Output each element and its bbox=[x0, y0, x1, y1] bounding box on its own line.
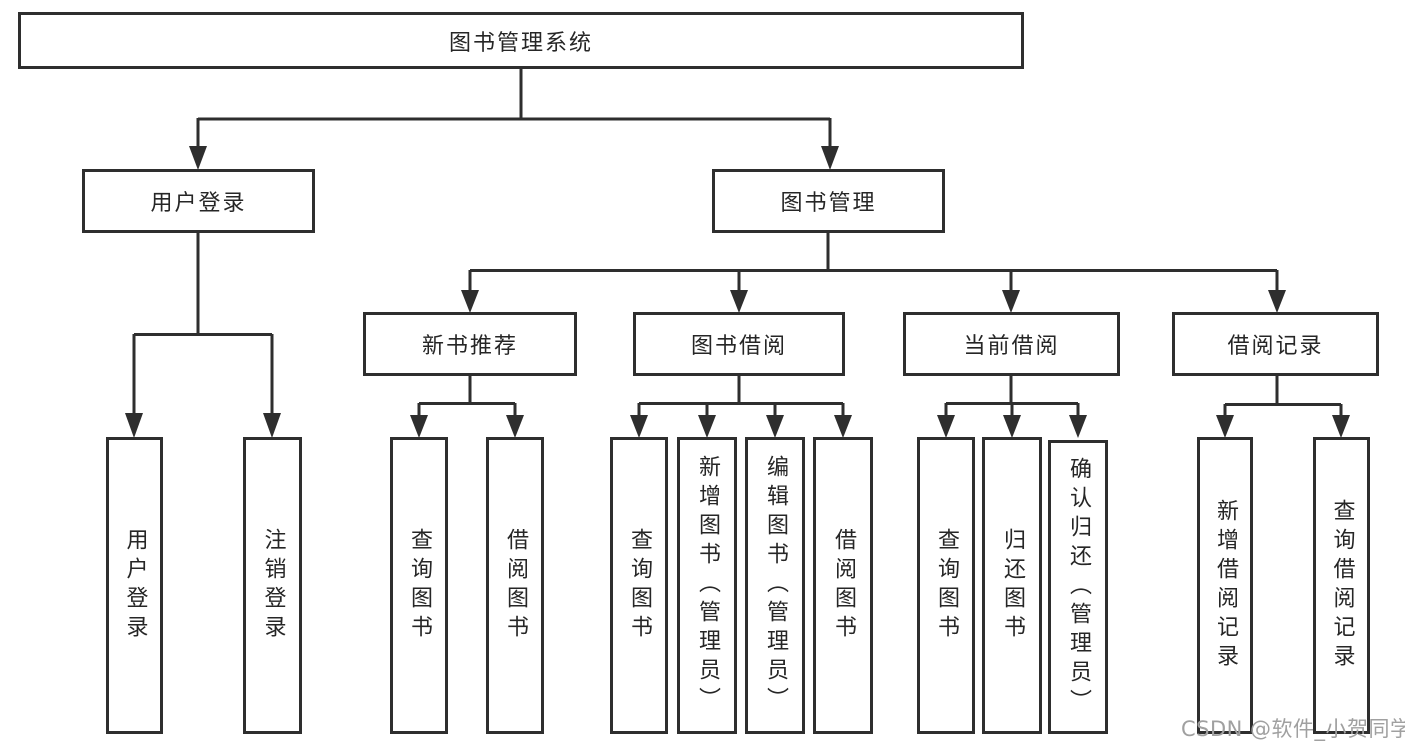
node-leaf-query-books-current: 查询图书 bbox=[917, 437, 975, 734]
node-label: 图书管理 bbox=[780, 191, 877, 216]
node-user-login: 用户登录 bbox=[82, 169, 315, 233]
csdn-watermark: CSDN @软件_小贺同学 bbox=[1181, 717, 1405, 741]
node-borrowing-records: 借阅记录 bbox=[1172, 312, 1379, 376]
node-label: 新增图书（管理员） bbox=[695, 455, 720, 716]
node-label: 图书借阅 bbox=[690, 334, 787, 359]
node-label: 新书推荐 bbox=[421, 334, 518, 359]
node-leaf-add-borrow-record: 新增借阅记录 bbox=[1197, 437, 1253, 734]
node-label: 当前借阅 bbox=[963, 334, 1060, 359]
node-leaf-user-login: 用户登录 bbox=[106, 437, 163, 734]
node-label: 用户登录 bbox=[150, 191, 247, 216]
node-label: 查询图书 bbox=[407, 527, 432, 644]
node-leaf-query-books-borrow: 查询图书 bbox=[610, 437, 668, 734]
node-label: 新增借阅记录 bbox=[1213, 498, 1238, 673]
node-label: 查询借阅记录 bbox=[1329, 498, 1355, 673]
node-leaf-logout: 注销登录 bbox=[243, 437, 302, 734]
node-label: 编辑图书（管理员） bbox=[763, 455, 788, 716]
node-label: 确认归还（管理员） bbox=[1066, 456, 1091, 718]
node-new-book-recommend: 新书推荐 bbox=[363, 312, 577, 376]
node-leaf-return-books: 归还图书 bbox=[982, 437, 1042, 734]
node-label: 用户登录 bbox=[122, 527, 148, 644]
node-label: 图书管理系统 bbox=[448, 30, 593, 56]
node-leaf-edit-book-admin: 编辑图书（管理员） bbox=[745, 437, 805, 734]
node-book-borrowing: 图书借阅 bbox=[633, 312, 845, 376]
node-leaf-query-books-recommend: 查询图书 bbox=[390, 437, 448, 734]
node-label: 查询图书 bbox=[627, 527, 652, 644]
node-label: 借阅图书 bbox=[831, 527, 856, 644]
node-book-management: 图书管理 bbox=[712, 169, 945, 233]
node-leaf-query-borrow-record: 查询借阅记录 bbox=[1313, 437, 1370, 734]
node-label: 归还图书 bbox=[1000, 527, 1025, 644]
node-leaf-borrow-books: 借阅图书 bbox=[813, 437, 873, 734]
node-leaf-confirm-return-admin: 确认归还（管理员） bbox=[1048, 440, 1108, 734]
node-label: 查询图书 bbox=[934, 527, 959, 644]
node-label: 借阅记录 bbox=[1227, 334, 1324, 359]
node-current-borrowing: 当前借阅 bbox=[903, 312, 1120, 376]
node-leaf-borrow-books-recommend: 借阅图书 bbox=[486, 437, 544, 734]
node-label: 注销登录 bbox=[260, 527, 286, 644]
node-leaf-add-book-admin: 新增图书（管理员） bbox=[677, 437, 737, 734]
node-root-library-system: 图书管理系统 bbox=[18, 12, 1024, 69]
node-label: 借阅图书 bbox=[503, 527, 528, 644]
